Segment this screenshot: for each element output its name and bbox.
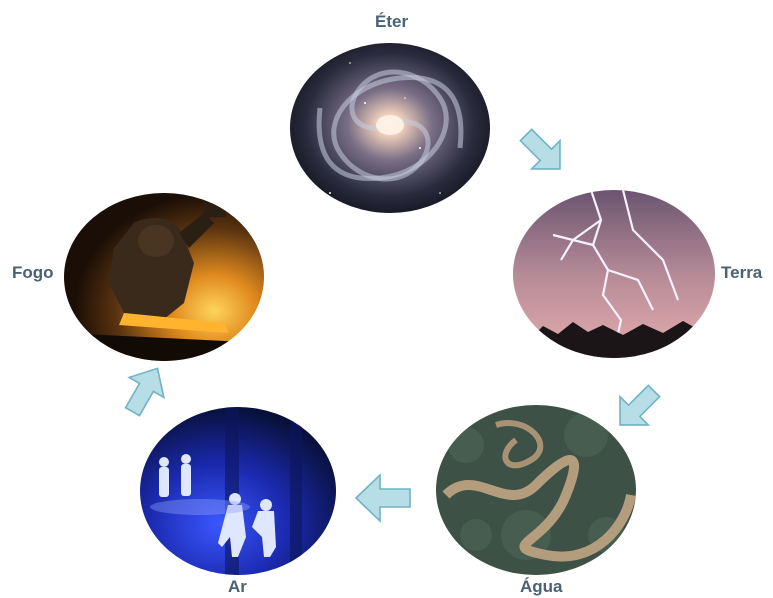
node-label-ar: Ar [228, 577, 247, 597]
arrow-agua-to-ar [352, 470, 414, 526]
arrow-eter-to-terra [513, 122, 573, 182]
node-label-eter: Éter [375, 12, 408, 32]
node-image-terra-lightning [513, 190, 715, 358]
node-image-agua-river [436, 405, 636, 575]
node-image-fogo-blacksmith [64, 193, 264, 361]
arrow-terra-to-agua [607, 378, 667, 438]
arrow-ar-to-fogo [118, 360, 172, 420]
node-label-agua: Água [520, 577, 563, 597]
node-label-fogo: Fogo [12, 263, 54, 283]
node-label-terra: Terra [721, 263, 762, 283]
node-image-ar-dancers [140, 407, 336, 575]
node-image-eter-galaxy [290, 43, 490, 213]
